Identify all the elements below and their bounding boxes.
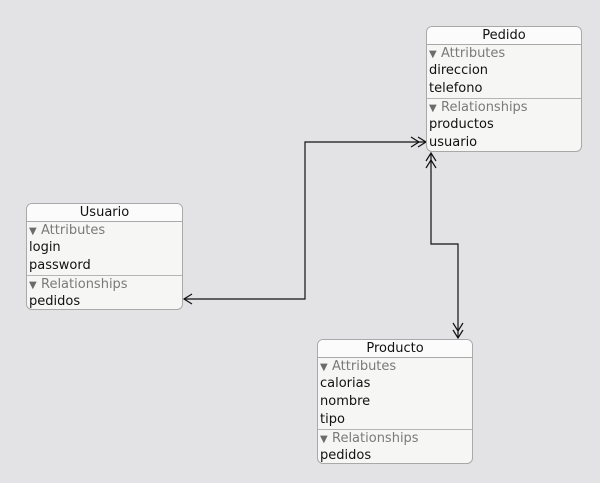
attribute-row[interactable]: telefono	[429, 81, 483, 96]
entity-usuario[interactable]: Usuario ▼ Attributes login password ▼ Rela…	[26, 203, 183, 310]
attributes-section-toggle[interactable]: ▼ Attributes	[318, 358, 472, 375]
attributes-header-label: Attributes	[441, 46, 506, 61]
relationships-section-toggle[interactable]: ▼ Relationships	[27, 275, 182, 293]
attributes-section-toggle[interactable]: ▼ Attributes	[427, 45, 581, 62]
disclosure-triangle-down-icon: ▼	[29, 226, 37, 237]
relationships-header-label: Relationships	[441, 100, 528, 115]
relationship-row[interactable]: usuario	[429, 135, 478, 150]
attributes-header-label: Attributes	[332, 359, 397, 374]
double-arrowhead-icon	[425, 151, 437, 169]
relationships-section-toggle[interactable]: ▼ Relationships	[318, 429, 472, 447]
double-arrowhead-icon	[410, 136, 428, 148]
relationships-section-toggle[interactable]: ▼ Relationships	[427, 98, 581, 116]
disclosure-triangle-down-icon: ▼	[29, 280, 37, 291]
disclosure-triangle-down-icon: ▼	[320, 362, 328, 373]
relationship-line-pedido-producto	[430, 153, 459, 338]
entity-pedido[interactable]: Pedido ▼ Attributes direccion telefono ▼ R…	[426, 26, 582, 152]
relationship-row[interactable]: pedidos	[29, 294, 81, 309]
relationship-row[interactable]: productos	[429, 117, 494, 132]
double-arrowhead-icon	[452, 322, 464, 340]
relationships-header-label: Relationships	[41, 277, 128, 292]
entity-producto[interactable]: Producto ▼ Attributes calorias nombre tip…	[317, 339, 473, 464]
attribute-row[interactable]: password	[29, 258, 91, 273]
relationship-row[interactable]: pedidos	[320, 448, 372, 463]
attributes-section-toggle[interactable]: ▼ Attributes	[27, 222, 182, 239]
attribute-row[interactable]: nombre	[320, 394, 371, 409]
attributes-header-label: Attributes	[41, 223, 106, 238]
single-arrowhead-icon	[182, 293, 193, 305]
relationships-header-label: Relationships	[332, 431, 419, 446]
entity-title: Producto	[318, 340, 472, 358]
disclosure-triangle-down-icon: ▼	[429, 49, 437, 60]
relationship-line-usuario-pedido	[184, 141, 426, 300]
attribute-row[interactable]: direccion	[429, 63, 489, 78]
attribute-row[interactable]: tipo	[320, 412, 345, 427]
attribute-row[interactable]: login	[29, 240, 61, 255]
disclosure-triangle-down-icon: ▼	[429, 103, 437, 114]
disclosure-triangle-down-icon: ▼	[320, 434, 328, 445]
entity-title: Pedido	[427, 27, 581, 45]
attribute-row[interactable]: calorias	[320, 376, 371, 391]
entity-title: Usuario	[27, 204, 182, 222]
